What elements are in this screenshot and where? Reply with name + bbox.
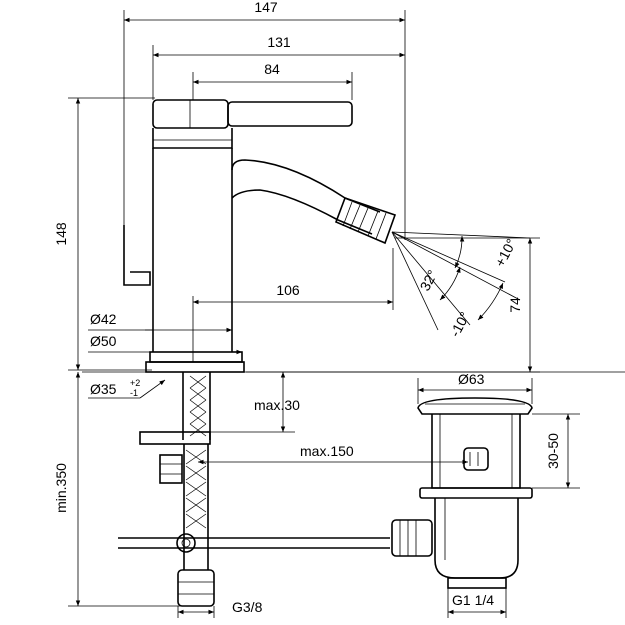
dimension-max-150-label: max.150 xyxy=(300,443,354,459)
dimension-106-label: 106 xyxy=(276,282,300,298)
dimension-131: 131 xyxy=(152,34,405,100)
mixer-body xyxy=(123,99,353,373)
dimension-max-30: max.30 xyxy=(210,372,300,433)
dimension-max-30-label: max.30 xyxy=(254,397,300,413)
dimension-max-150: max.150 xyxy=(198,443,468,465)
dimension-diameter-50: Ø50 xyxy=(88,333,242,355)
dimension-hole-35-tol-minus: -1 xyxy=(130,388,138,398)
dimension-min-350: min.350 xyxy=(53,372,180,607)
dimension-diameter-42: Ø42 xyxy=(88,311,232,333)
mounting-shank xyxy=(139,372,211,445)
dimension-diameter-42-label: Ø42 xyxy=(90,311,117,327)
supply-hose xyxy=(159,444,215,607)
dimension-147: 147 xyxy=(123,0,406,240)
dimension-30-50: 30-50 xyxy=(532,413,580,489)
dimension-hole-35: Ø35 +2 -1 xyxy=(88,378,166,399)
dimension-147-label: 147 xyxy=(254,0,278,15)
angle-plus-10-label: +10° xyxy=(492,236,520,269)
dimension-diameter-50-label: Ø50 xyxy=(90,333,117,349)
dimension-131-label: 131 xyxy=(267,34,291,50)
dimension-hole-35-label: Ø35 xyxy=(90,381,117,397)
dimension-106: 106 xyxy=(192,248,394,362)
dimension-g114: G1 1/4 xyxy=(447,588,507,618)
dimension-84: 84 xyxy=(192,61,353,100)
dimension-hole-35-tol-plus: +2 xyxy=(130,378,140,388)
dimension-g114-label: G1 1/4 xyxy=(452,592,494,608)
angle-32-label: 32° xyxy=(417,267,441,293)
waste-valve xyxy=(391,397,533,589)
spout xyxy=(231,159,397,245)
dimension-diameter-63-label: Ø63 xyxy=(458,371,485,387)
pop-up-rod xyxy=(118,533,390,553)
dimension-min-350-label: min.350 xyxy=(53,463,69,513)
dimension-148-label: 148 xyxy=(53,222,69,246)
dimension-84-label: 84 xyxy=(264,61,280,77)
dimension-diameter-63: Ø63 xyxy=(417,371,533,404)
dimension-g38: G3/8 xyxy=(177,599,263,618)
dimension-30-50-label: 30-50 xyxy=(545,433,561,469)
dimension-74-label: 74 xyxy=(507,297,523,313)
dimension-148: 148 xyxy=(53,97,155,371)
dimension-g38-label: G3/8 xyxy=(232,599,263,615)
angle-minus-10-label: -10° xyxy=(447,309,473,339)
spray-angle-indicator: +10° 32° -10° xyxy=(391,231,531,339)
